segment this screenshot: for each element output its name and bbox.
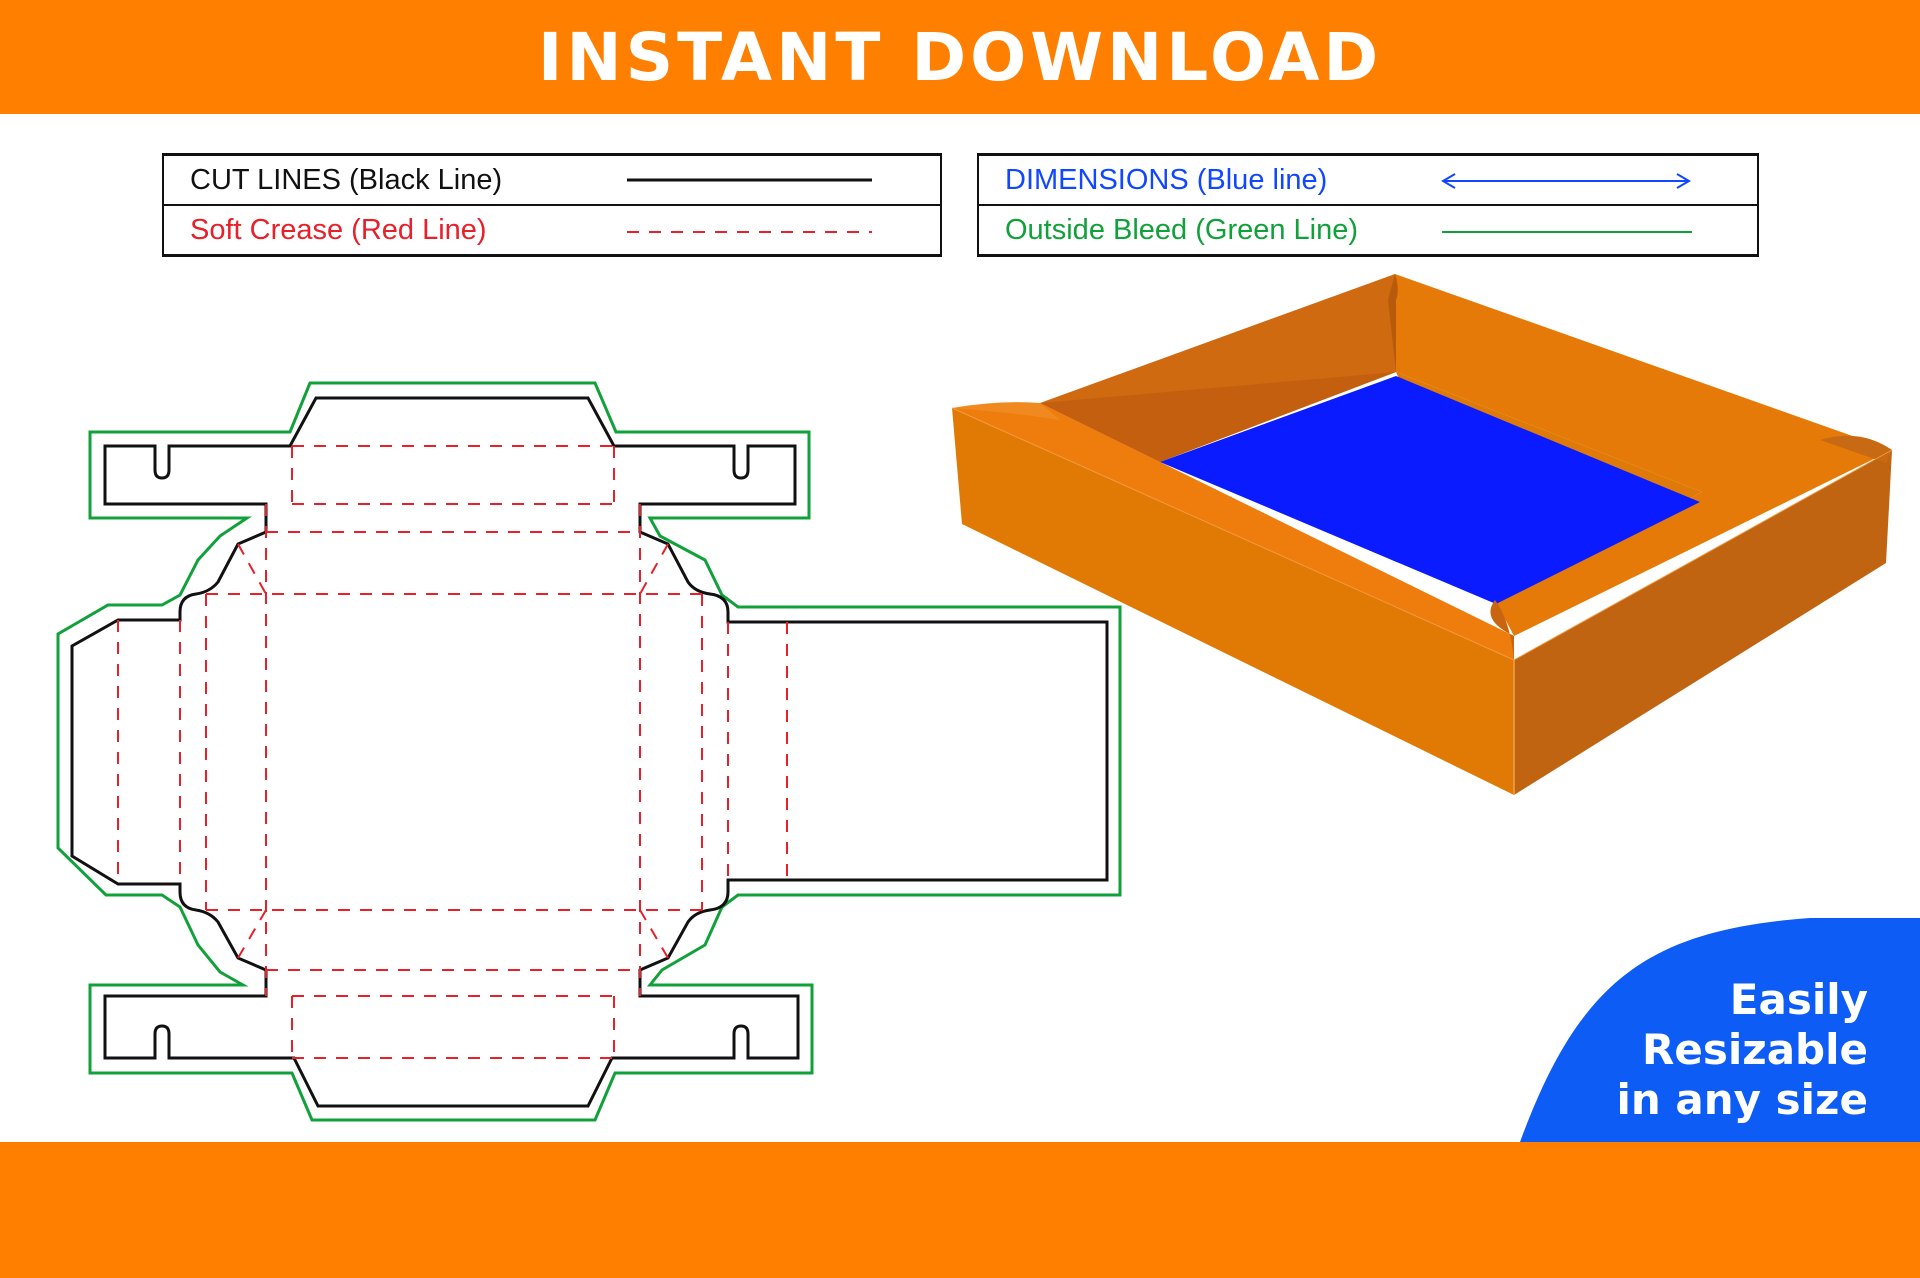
crease-line-sample	[627, 231, 872, 233]
legend-row-cut: CUT LINES (Black Line)	[162, 156, 942, 206]
legend-cut-crease: CUT LINES (Black Line) Soft Crease (Red …	[162, 153, 942, 257]
legend-cut-label: CUT LINES (Black Line)	[190, 163, 503, 196]
box-corner-curl-right-front	[1820, 435, 1892, 463]
box-front-right-side	[1514, 450, 1892, 795]
legend-row-dimensions: DIMENSIONS (Blue line)	[977, 156, 1759, 206]
dimension-arrow-sample	[1441, 173, 1691, 189]
box-corner-curl-left	[952, 402, 1060, 420]
bleed-line-sample	[1442, 231, 1692, 233]
banner-title: INSTANT DOWNLOAD	[537, 18, 1383, 96]
top-banner: INSTANT DOWNLOAD	[0, 0, 1920, 114]
crease-lines	[117, 445, 788, 1059]
dieline	[56, 381, 1122, 1122]
bleed-outline	[56, 381, 1122, 1122]
box-inner-floor	[1160, 376, 1700, 604]
box-rim-left-inner	[952, 403, 1514, 660]
box-3d-illustration	[951, 274, 1893, 795]
legend-crease-label: Soft Crease (Red Line)	[190, 213, 487, 246]
cut-outline	[70, 396, 1109, 1108]
bottom-banner	[0, 1142, 1920, 1278]
badge-line-1: Easily	[1729, 975, 1868, 1024]
legend-row-bleed: Outside Bleed (Green Line)	[977, 206, 1759, 254]
box-front-left-side	[952, 408, 1514, 795]
resizable-badge-shape	[1520, 918, 1920, 1142]
legend-row-crease: Soft Crease (Red Line)	[162, 206, 942, 254]
diagram-canvas	[56, 274, 1893, 1122]
box-inner-back-wall	[1040, 372, 1396, 462]
box-rim-right	[1395, 274, 1892, 636]
cut-line-sample	[627, 178, 872, 182]
box-corner-curl-right	[1490, 600, 1514, 660]
legend-dimensions-bleed: DIMENSIONS (Blue line) Outside Bleed (Gr…	[977, 153, 1759, 257]
badge-line-3: in any size	[1616, 1075, 1869, 1124]
legend-dimensions-label: DIMENSIONS (Blue line)	[1005, 163, 1328, 196]
resizable-badge-text: Easily Resizable in any size	[1617, 975, 1869, 1125]
legend-bleed-label: Outside Bleed (Green Line)	[1005, 213, 1359, 246]
badge-line-2: Resizable	[1642, 1025, 1868, 1074]
box-corner-curl-back	[1388, 274, 1398, 372]
